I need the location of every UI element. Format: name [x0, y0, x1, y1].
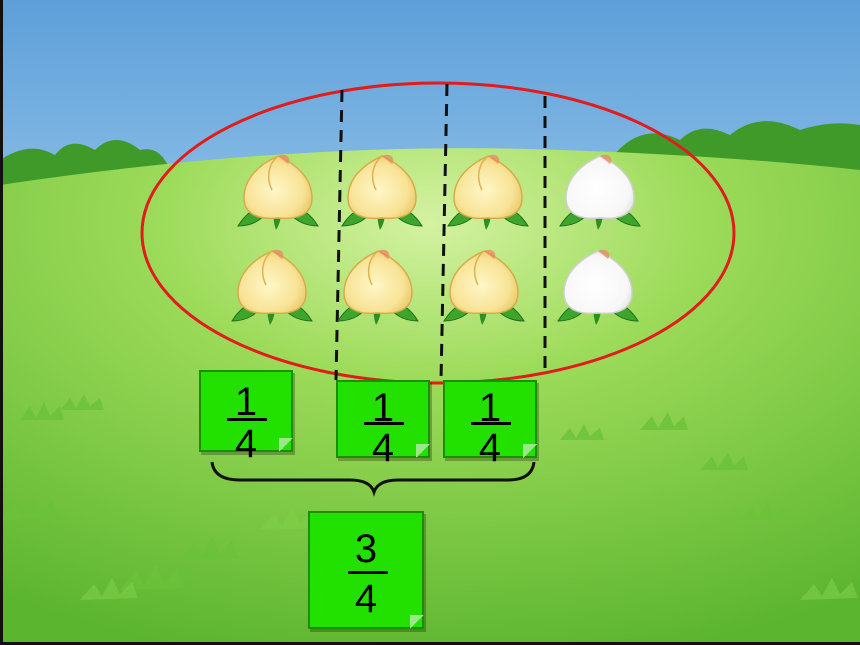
fraction-bar [364, 422, 404, 425]
fraction-card-part1: 1 4 [199, 370, 293, 464]
fraction-bar [227, 418, 267, 421]
peach-white-icon [557, 249, 639, 326]
numerator: 1 [234, 380, 258, 424]
fraction-bar [348, 571, 388, 574]
fraction-card-part3: 1 4 [443, 380, 537, 468]
curly-brace [210, 461, 536, 497]
fraction-bar [471, 422, 511, 425]
dashed-dividers [334, 83, 547, 381]
peach-icon [443, 249, 525, 326]
grouping-ellipse [140, 81, 736, 385]
denominator: 4 [371, 426, 395, 470]
fraction-card-part2: 1 4 [336, 380, 430, 468]
peach-icon [231, 249, 313, 326]
denominator: 4 [478, 426, 502, 470]
peach-white-icon [559, 154, 641, 231]
numerator: 1 [371, 386, 395, 430]
denominator: 4 [234, 422, 258, 466]
fraction-card-total: 3 4 [308, 511, 424, 629]
numerator: 3 [354, 527, 378, 571]
peach-icon [337, 249, 419, 326]
peach-icon [341, 154, 423, 231]
peach-icon [237, 154, 319, 231]
numerator: 1 [478, 386, 502, 430]
peach-icon [447, 154, 529, 231]
denominator: 4 [354, 577, 378, 621]
